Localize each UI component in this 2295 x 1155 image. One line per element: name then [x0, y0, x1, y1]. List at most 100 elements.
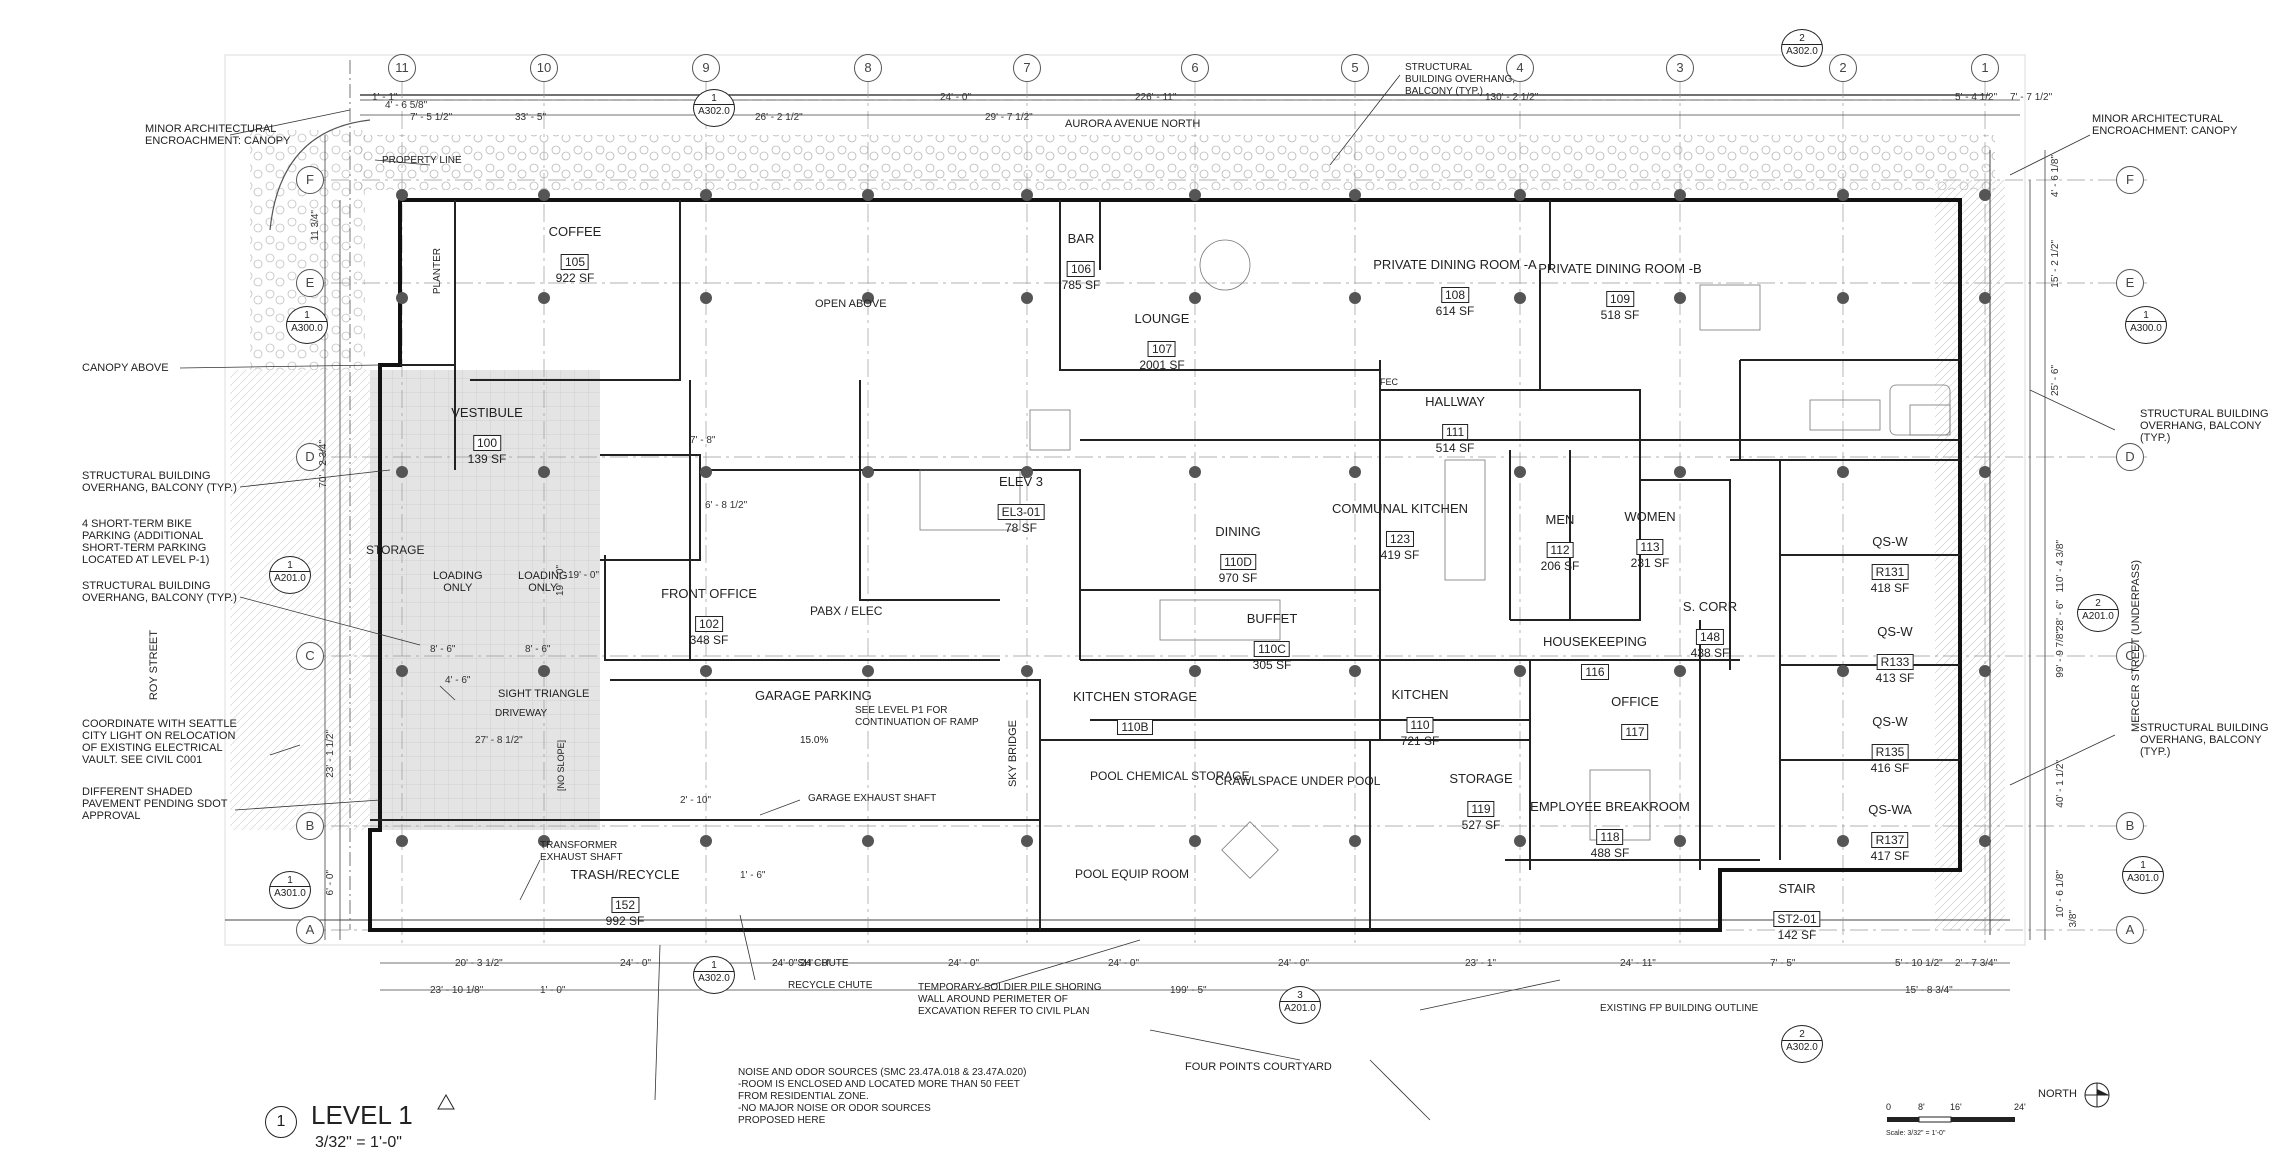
section-number: 3 [1297, 990, 1303, 1001]
north-label: NORTH [2038, 1088, 2077, 1100]
room-number: 110C [1254, 641, 1290, 657]
column [862, 292, 874, 304]
column [396, 835, 408, 847]
grid-row-bubble: E [296, 269, 324, 297]
callout-overhang-1: STRUCTURAL BUILDING OVERHANG, BALCONY (T… [82, 470, 237, 494]
room-name: BAR [1067, 231, 1095, 246]
dimension-bottom: 24' - 0" [1278, 958, 1310, 969]
section-number: 1 [2140, 860, 2146, 871]
room-number: 107 [1147, 341, 1177, 357]
dimension-bottom: 2' - 7 3/4" [1955, 958, 1998, 969]
scale-tick-label: 8' [1918, 1102, 1925, 1112]
callout-property-line: PROPERTY LINE [382, 155, 462, 166]
grid-column-bubble: 1 [1971, 54, 1999, 82]
section-number: 1 [287, 560, 293, 571]
section-number: 2 [2095, 598, 2101, 609]
room-area: 514 SF [1435, 441, 1475, 455]
column [1979, 292, 1991, 304]
label-fec: FEC [1380, 377, 1398, 387]
room-name: QS-W [1872, 534, 1908, 549]
room-name: WOMEN [1624, 509, 1676, 524]
interior-walls [370, 200, 1960, 930]
label-loading-2: LOADING ONLY [518, 570, 568, 594]
grid-column-bubble: 3 [1666, 54, 1694, 82]
callout-overhang-right-2: STRUCTURAL BUILDING OVERHANG, BALCONY (T… [2140, 722, 2269, 758]
street-east: MERCER STREET (UNDERPASS) [2130, 560, 2142, 732]
callout-city-light: COORDINATE WITH SEATTLE CITY LIGHT ON RE… [82, 718, 237, 766]
column [396, 189, 408, 201]
site-context [224, 54, 2026, 946]
dimension-misc: 8' - 6" [525, 644, 551, 655]
column [862, 189, 874, 201]
dimension-top: 7' - 7 1/2" [2010, 92, 2053, 103]
room-area: 139 SF [467, 452, 507, 466]
section-sheet-ref: A301.0 [270, 886, 310, 899]
room-number: R131 [1871, 564, 1909, 580]
room-name: PRIVATE DINING ROOM -B [1538, 261, 1702, 276]
room-number: 152 [610, 897, 640, 913]
column [1674, 292, 1686, 304]
dimension-bottom: 24' - 0" [1108, 958, 1140, 969]
section-sheet-ref: A300.0 [287, 321, 327, 334]
column [862, 835, 874, 847]
column [1674, 466, 1686, 478]
section-number: 1 [287, 875, 293, 886]
room-area: 614 SF [1435, 304, 1475, 318]
column [1189, 466, 1201, 478]
room-number: 148 [1695, 629, 1725, 645]
label-pool-equip: POOL EQUIP ROOM [1075, 867, 1190, 881]
room-name: KITCHEN STORAGE [1072, 689, 1198, 704]
room-area: 527 SF [1461, 818, 1501, 832]
column [1189, 292, 1201, 304]
scale-tick-label: 0 [1886, 1102, 1892, 1112]
callout-trash-chute: 24'-0"SH CHUTE [772, 958, 849, 969]
dimension-bottom: 20' - 3 1/2" [455, 958, 503, 969]
dimension-misc: 19' - 0" [568, 570, 600, 581]
room-number: 117 [1621, 724, 1649, 740]
column [1349, 466, 1361, 478]
column [1514, 189, 1526, 201]
label-loading-1: LOADING ONLY [433, 570, 483, 594]
room-area: 416 SF [1870, 761, 1910, 775]
room-name: ELEV 3 [998, 474, 1044, 489]
callout-garage-exhaust: GARAGE EXHAUST SHAFT [808, 793, 937, 804]
dimension-left: 19' - 0" [555, 565, 566, 597]
dimension-right: 40' - 1 1/2" [2055, 760, 2066, 808]
room-area: 417 SF [1870, 849, 1910, 863]
dimension-left: 6' - 0" [325, 870, 336, 896]
label-sky-bridge: SKY BRIDGE [1007, 720, 1019, 788]
grid-row-bubble: F [2116, 166, 2144, 194]
room-number: R133 [1876, 654, 1914, 670]
room-area: 418 SF [1870, 581, 1910, 595]
column [1837, 189, 1849, 201]
room-area: 2001 SF [1139, 358, 1185, 372]
structural-columns [396, 189, 1991, 847]
room-name: COFFEE [548, 224, 602, 239]
column [1674, 189, 1686, 201]
street-north: AURORA AVENUE NORTH [1065, 118, 1201, 130]
room-number: 100 [472, 435, 502, 451]
grid-row-bubble: D [2116, 443, 2144, 471]
scale-bar-graphic [1887, 1116, 2015, 1123]
drawing-name: LEVEL 1 [311, 1100, 413, 1130]
callout-recycle-chute: RECYCLE CHUTE [788, 980, 873, 991]
dimension-top: 24' - 0" [940, 92, 972, 103]
column [1021, 292, 1033, 304]
label-no-slope: [No Slope] [556, 740, 566, 792]
room-area: 785 SF [1061, 278, 1101, 292]
dimension-bottom: 7' - 5" [1770, 958, 1796, 969]
scale-tick-label: 24' [2014, 1102, 2026, 1112]
